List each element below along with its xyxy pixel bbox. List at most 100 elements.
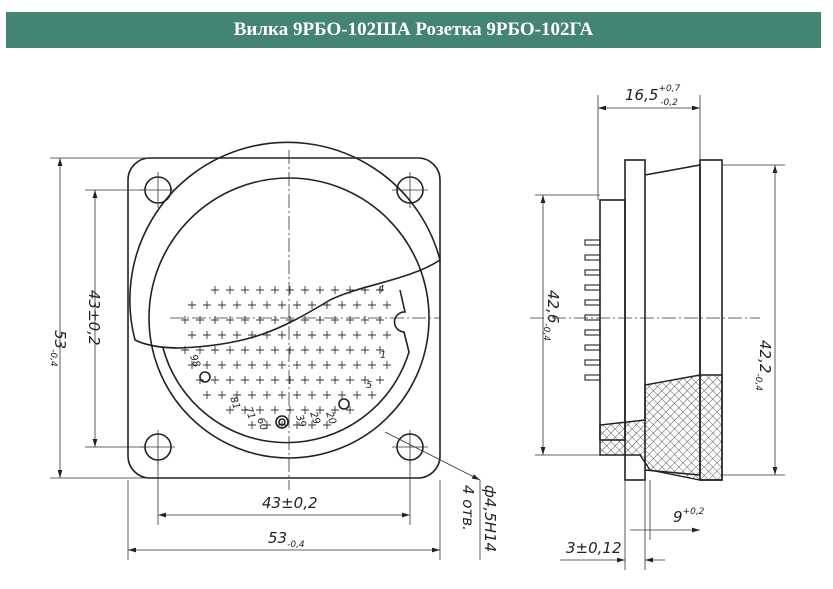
pin-mark xyxy=(383,361,391,369)
pin-mark xyxy=(346,346,354,354)
pin-mark xyxy=(316,346,324,354)
pin-mark xyxy=(248,301,256,309)
section-hatch xyxy=(599,374,723,481)
pin-mark xyxy=(256,346,264,354)
pin-mark xyxy=(233,361,241,369)
pin-mark xyxy=(211,346,219,354)
pin-mark xyxy=(368,361,376,369)
pin-mark xyxy=(293,361,301,369)
hole-diameter: ф4,5H14 xyxy=(481,485,499,552)
pin-mark xyxy=(376,316,384,324)
pin-mark xyxy=(308,361,316,369)
pin-mark xyxy=(316,406,324,414)
pin-mark xyxy=(248,361,256,369)
pin-mark xyxy=(361,346,369,354)
pin-mark xyxy=(301,286,309,294)
pin-mark xyxy=(301,406,309,414)
pin-mark xyxy=(278,361,286,369)
pin-mark xyxy=(323,391,331,399)
pin-mark xyxy=(248,391,256,399)
pin-mark xyxy=(301,316,309,324)
dim-height-outer: 53-0,4 xyxy=(48,330,69,367)
pin-mark xyxy=(346,316,354,324)
pin-mark xyxy=(293,331,301,339)
pin-mark xyxy=(376,286,384,294)
pin-mark xyxy=(188,301,196,309)
pin-mark xyxy=(361,376,369,384)
pin-mark xyxy=(218,391,226,399)
pin-mark xyxy=(293,391,301,399)
pin-grid xyxy=(181,286,391,429)
pin-mark xyxy=(278,301,286,309)
pin-mark xyxy=(226,406,234,414)
cover-cutaway xyxy=(129,141,441,349)
pin-mark xyxy=(181,346,189,354)
dim-height-left: 42,6-0,4 xyxy=(541,290,562,341)
pin-mark xyxy=(263,421,271,429)
pin-mark xyxy=(368,391,376,399)
side-view: 16,5+0,7-0,2 42,6-0,4 42,2-0,4 9+0,2 3±0… xyxy=(530,84,785,570)
pin-mark xyxy=(286,346,294,354)
pin-mark xyxy=(331,376,339,384)
dim-width-holes: 43±0,2 xyxy=(262,494,318,512)
pin-mark xyxy=(286,406,294,414)
holes-count: 4 отв. xyxy=(459,485,477,531)
pin-mark xyxy=(263,301,271,309)
pin-mark xyxy=(233,331,241,339)
pin-label-71: 71 xyxy=(242,405,257,421)
pin-mark xyxy=(331,406,339,414)
pin-mark xyxy=(368,331,376,339)
pin-mark xyxy=(211,376,219,384)
pin-mark xyxy=(271,316,279,324)
pin-mark xyxy=(308,301,316,309)
side-pin xyxy=(584,344,601,351)
front-view: 4 1 5 20 29 39 60 71 81 98 53-0,4 43±0,2… xyxy=(48,141,499,560)
pin-mark xyxy=(353,361,361,369)
pin-mark xyxy=(316,376,324,384)
side-pin xyxy=(584,269,601,276)
pin-label-98: 98 xyxy=(187,353,202,369)
pin-mark xyxy=(338,331,346,339)
pin-label-4: 4 xyxy=(378,284,384,295)
insert-outline xyxy=(162,289,410,444)
pin-mark xyxy=(248,421,256,429)
pin-mark xyxy=(361,316,369,324)
pin-mark xyxy=(323,361,331,369)
pin-mark xyxy=(308,421,316,429)
side-pin xyxy=(584,299,601,306)
pin-mark xyxy=(323,301,331,309)
dim-thickness: 3±0,12 xyxy=(566,539,622,557)
pin-mark xyxy=(323,331,331,339)
pin-mark xyxy=(323,421,331,429)
pin-mark xyxy=(316,286,324,294)
title: Вилка 9РБО-102ША Розетка 9РБО-102ГА xyxy=(233,19,594,40)
side-pin xyxy=(584,329,601,336)
pin-mark xyxy=(316,316,324,324)
pin-mark xyxy=(293,301,301,309)
pin-mark xyxy=(353,391,361,399)
pin-mark xyxy=(308,331,316,339)
pin-mark xyxy=(203,331,211,339)
pin-mark xyxy=(338,301,346,309)
pin-mark xyxy=(203,391,211,399)
pin-mark xyxy=(218,331,226,339)
side-pin xyxy=(584,254,601,261)
pin-mark xyxy=(203,301,211,309)
pin-mark xyxy=(241,376,249,384)
dim-width-outer: 53-0,4 xyxy=(268,529,305,550)
pin-label-20: 20 xyxy=(323,410,338,426)
pin-mark xyxy=(376,346,384,354)
pin-label-39: 39 xyxy=(293,413,308,429)
pin-mark xyxy=(346,406,354,414)
pin-mark xyxy=(331,346,339,354)
pin-mark xyxy=(241,346,249,354)
pin-mark xyxy=(383,301,391,309)
pin-mark xyxy=(346,286,354,294)
pin-mark xyxy=(368,301,376,309)
dim-height-holes: 43±0,2 xyxy=(85,290,103,346)
pin-mark xyxy=(196,346,204,354)
pin-mark xyxy=(211,316,219,324)
pin-mark xyxy=(278,391,286,399)
dim-height-right: 42,2-0,4 xyxy=(753,340,774,391)
